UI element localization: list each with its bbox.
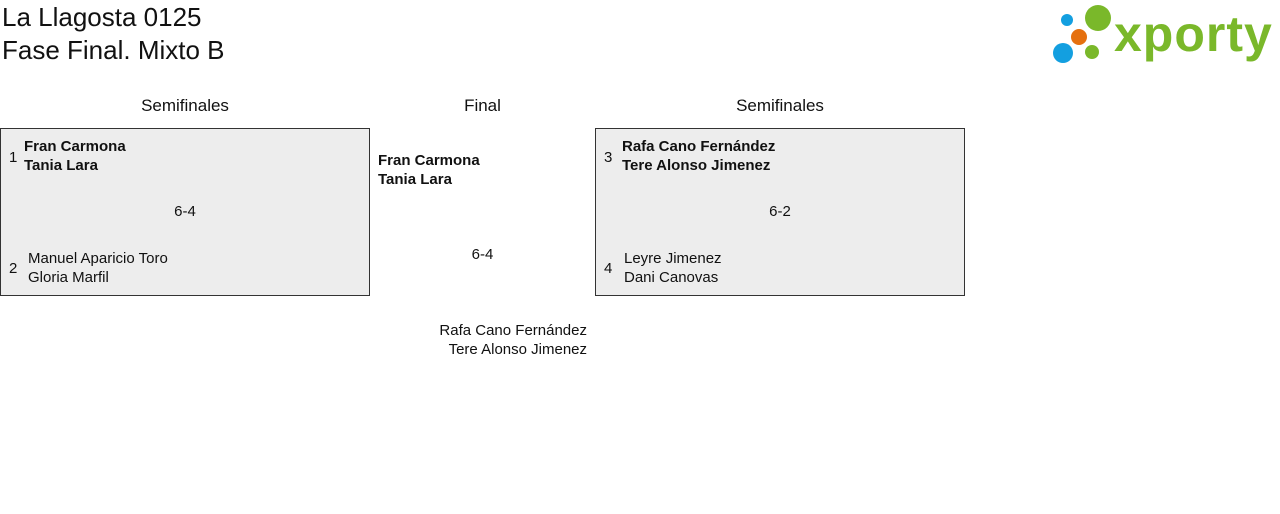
- match-score: 6-2: [769, 203, 791, 220]
- player-name: Tere Alonso Jimenez: [622, 157, 771, 174]
- page-title: La Llagosta 0125 Fase Final. Mixto B: [2, 1, 225, 67]
- semifinal-match-2[interactable]: 3 Rafa Cano Fernández Tere Alonso Jimene…: [595, 128, 965, 296]
- player-name: Leyre Jimenez: [624, 250, 722, 267]
- column-header-final: Final: [464, 96, 501, 115]
- seed-number: 3: [604, 149, 613, 166]
- player-name: Dani Canovas: [624, 269, 719, 286]
- player-name: Rafa Cano Fernández: [622, 138, 776, 155]
- semifinal-match-1[interactable]: 1 Fran Carmona Tania Lara 6-4 2 Manuel A…: [0, 128, 370, 296]
- tournament-title: La Llagosta 0125: [2, 2, 202, 32]
- player-name: Fran Carmona: [378, 152, 480, 169]
- final-match[interactable]: Fran Carmona Tania Lara 6-4 Rafa Cano Fe…: [370, 128, 595, 368]
- logo-text: xporty: [1114, 6, 1273, 62]
- team-loser: Manuel Aparicio Toro Gloria Marfil: [28, 249, 168, 287]
- team-winner: Rafa Cano Fernández Tere Alonso Jimenez: [622, 137, 775, 175]
- player-name: Fran Carmona: [24, 138, 126, 155]
- player-name: Rafa Cano Fernández: [439, 322, 587, 339]
- column-header-semifinals-right: Semifinales: [736, 96, 824, 115]
- player-name: Manuel Aparicio Toro: [28, 250, 168, 267]
- team-winner: Fran Carmona Tania Lara: [24, 137, 126, 175]
- seed-number: 4: [604, 260, 613, 277]
- player-name: Tania Lara: [24, 157, 98, 174]
- column-header-semifinals-left: Semifinales: [141, 96, 229, 115]
- player-name: Gloria Marfil: [28, 269, 109, 286]
- team-loser: Rafa Cano Fernández Tere Alonso Jimenez: [439, 321, 587, 359]
- team-winner: Fran Carmona Tania Lara: [378, 151, 480, 189]
- player-name: Tere Alonso Jimenez: [448, 341, 587, 358]
- player-name: Tania Lara: [378, 171, 452, 188]
- match-score: 6-4: [471, 246, 494, 263]
- seed-number: 1: [9, 149, 18, 166]
- logo-dots-icon: [1053, 5, 1111, 63]
- phase-title: Fase Final. Mixto B: [2, 35, 225, 65]
- seed-number: 2: [9, 260, 18, 277]
- xporty-logo: xporty: [1050, 4, 1276, 66]
- match-score: 6-4: [174, 203, 196, 220]
- team-loser: Leyre Jimenez Dani Canovas: [624, 249, 722, 287]
